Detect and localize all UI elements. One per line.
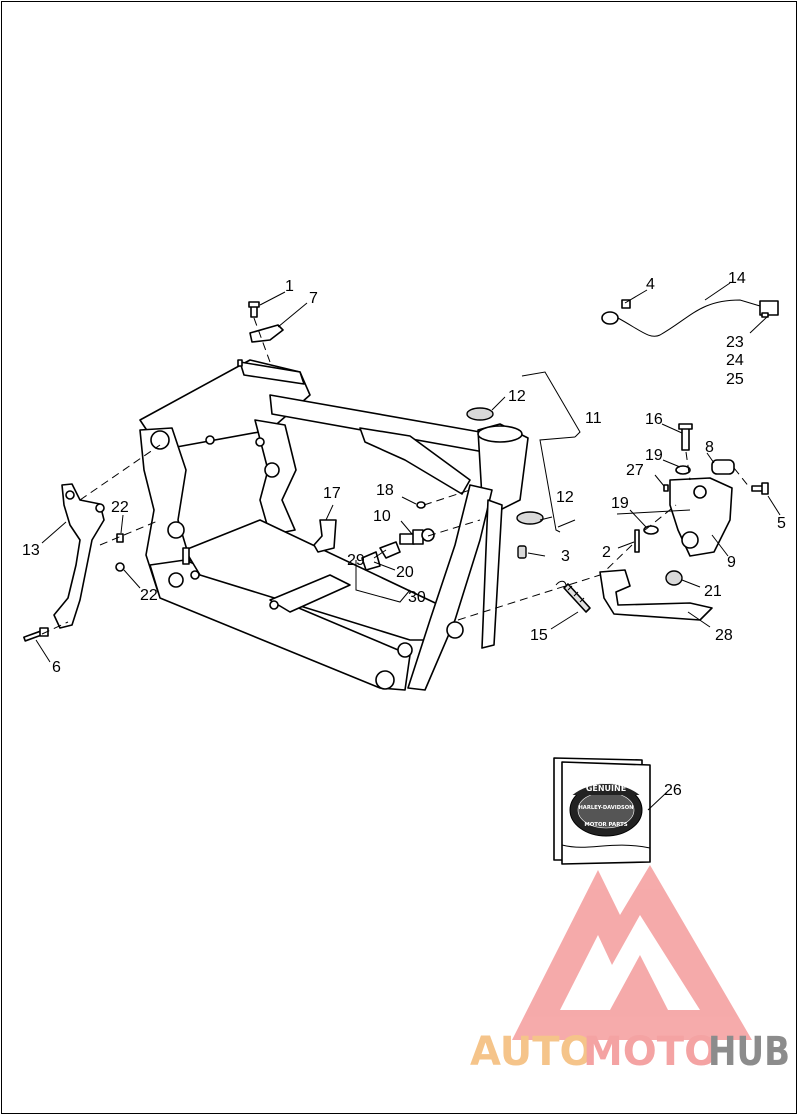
callout-26: 26	[664, 782, 682, 799]
nut-part-22b	[115, 562, 125, 572]
screw-part-27	[663, 484, 669, 492]
callout-29: 29	[347, 552, 365, 569]
clip-part-29	[379, 541, 401, 559]
callout-12a: 12	[508, 388, 526, 405]
fitting-part-10	[399, 528, 435, 545]
spring-part-15	[555, 580, 591, 613]
callout-18: 18	[376, 482, 394, 499]
bolt-part-5	[751, 482, 769, 495]
callout-1: 1	[285, 278, 294, 295]
pin-part-2	[634, 529, 640, 553]
bracket-part-9	[669, 477, 733, 557]
callout-3: 3	[561, 548, 570, 565]
callout-20: 20	[396, 564, 414, 581]
callout-8: 8	[705, 439, 714, 456]
emblem-card-part-26	[553, 757, 651, 865]
leader-lines	[35, 282, 781, 811]
bushing-part-12a	[466, 407, 494, 421]
callout-5: 5	[777, 515, 786, 532]
callout-19a: 19	[645, 447, 663, 464]
watermark-logo	[512, 865, 752, 1040]
nut-part-18	[416, 501, 426, 509]
callout-25: 25	[726, 371, 744, 388]
callout-17: 17	[323, 485, 341, 502]
callout-28: 28	[715, 627, 733, 644]
callout-labels: 1 7 4 14 23 24 25 12 11 16 8 19 27 17 18…	[22, 270, 786, 799]
clip-part-7	[249, 324, 284, 343]
callout-6: 6	[52, 659, 61, 676]
watermark-text: AUTO MOTO HUB	[470, 1029, 790, 1075]
callout-4: 4	[646, 276, 655, 293]
callout-2: 2	[602, 544, 611, 561]
callout-30: 30	[408, 589, 426, 606]
screw-part-1	[248, 301, 260, 318]
jiffy-stand-part-28	[599, 569, 713, 621]
emblem-text-brand: HARLEY-DAVIDSON	[578, 805, 633, 811]
washer-part-19a	[675, 465, 691, 475]
watermark-moto: MOTO	[583, 1029, 718, 1075]
callout-21: 21	[704, 583, 722, 600]
callout-22b: 22	[140, 587, 158, 604]
callout-14: 14	[728, 270, 746, 287]
callout-10: 10	[373, 508, 391, 525]
sensor-harness-part-14	[601, 299, 779, 337]
bumper-part-21	[665, 570, 683, 586]
watermark-hub: HUB	[708, 1029, 790, 1075]
assembly-lines	[41, 317, 751, 635]
watermark-auto: AUTO	[470, 1029, 594, 1075]
callout-16: 16	[645, 411, 663, 428]
callout-22a: 22	[111, 499, 129, 516]
bolt-part-6	[23, 627, 49, 642]
callout-12b: 12	[556, 489, 574, 506]
callout-19b: 19	[611, 495, 629, 512]
callout-9: 9	[727, 554, 736, 571]
callout-11: 11	[585, 410, 602, 427]
callout-7: 7	[309, 290, 318, 307]
pin-part-16	[678, 423, 693, 451]
bushing-part-8	[711, 459, 735, 475]
callout-23: 23	[726, 334, 744, 351]
callout-15: 15	[530, 627, 548, 644]
callout-24: 24	[726, 352, 744, 369]
callout-27: 27	[626, 462, 644, 479]
bushing-part-12b	[516, 511, 544, 525]
emblem-text-genuine: GENUINE	[586, 784, 626, 793]
callout-13: 13	[22, 542, 40, 559]
bushing-part-3	[517, 545, 527, 559]
washer-part-19b	[643, 525, 659, 535]
plate-part-17	[313, 519, 337, 553]
main-frame-part	[139, 359, 529, 691]
emblem-text-motor-parts: MOTOR PARTS	[584, 822, 627, 828]
mount-bracket-part-13	[53, 483, 105, 629]
